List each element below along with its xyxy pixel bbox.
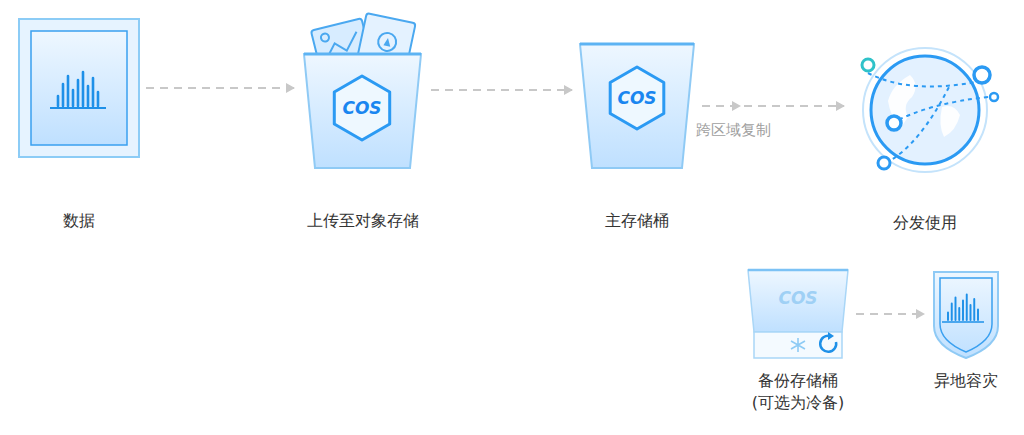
icon-part: [383, 37, 392, 46]
icon-part: [31, 31, 127, 145]
icon-node: COS 上传至对象存储: [300, 10, 425, 232]
dashed-arrow: [146, 87, 294, 89]
dashed-arrow: [702, 105, 844, 107]
cos-logo-text: COS: [342, 98, 381, 118]
icon-node: 异地容灾: [930, 268, 1002, 392]
cos-logo-text: COS: [778, 288, 817, 308]
icon-part: [304, 54, 421, 168]
node-label: 数据: [18, 210, 140, 232]
icon-part: [940, 278, 992, 352]
icon-node: 分发使用: [850, 45, 1000, 234]
icon-part: [862, 59, 874, 71]
dashed-arrow: [431, 89, 572, 91]
icon-part: [748, 270, 848, 332]
node-label: 异地容灾: [930, 370, 1002, 392]
icon-part: [58, 72, 98, 106]
icon-node: 数据: [18, 18, 140, 232]
icon-part: [304, 53, 421, 56]
node-label: 分发使用: [850, 212, 1000, 234]
node-label: 上传至对象存储: [300, 210, 425, 232]
node-label: 主存储桶: [578, 210, 696, 232]
node-icon: [18, 18, 140, 158]
icon-part: [610, 67, 664, 129]
icon-part: [580, 43, 694, 46]
dashed-arrow: [856, 313, 924, 315]
icon-part: [754, 332, 842, 358]
icon-part: [934, 272, 998, 358]
icon-node: COS 备份存储桶(可选为冷备): [746, 268, 850, 414]
icon-part: [887, 116, 901, 130]
node-label: (可选为冷备): [746, 392, 850, 414]
icon-node: COS 主存储桶: [578, 42, 696, 232]
icon-part: [974, 67, 990, 83]
icon-part: [990, 93, 998, 101]
icon-part: [948, 295, 978, 321]
icon-part: [334, 76, 389, 140]
dashed-arrow: [702, 105, 740, 107]
cos-logo-text: COS: [617, 88, 656, 108]
node-icon: COS: [578, 42, 696, 170]
icon-illustration: [850, 45, 1000, 175]
icon-part: [748, 269, 848, 272]
icon-part: [376, 31, 397, 52]
icon-illustration: [930, 268, 1002, 360]
icon-part: [868, 73, 982, 86]
icon-part: [791, 338, 805, 352]
icon-illustration: [18, 18, 140, 158]
edge-label: 跨区域复制: [694, 120, 773, 140]
icon-part: [50, 107, 106, 109]
icon-part: [892, 97, 988, 123]
node-icon: COS: [746, 268, 850, 360]
node-icon: [850, 45, 1000, 175]
icon-part: [19, 19, 139, 157]
icon-part: [942, 321, 984, 323]
icon-part: [828, 332, 834, 340]
node-label: 备份存储桶: [746, 370, 850, 392]
icon-part: [878, 157, 890, 169]
icon-illustration: [746, 268, 850, 360]
icon-part: [863, 48, 987, 172]
icon-part: [320, 33, 330, 43]
icon-part: [886, 85, 950, 163]
icon-illustration: [300, 10, 425, 170]
icon-part: [791, 338, 805, 352]
node-icon: COS: [300, 10, 425, 170]
icon-part: [580, 44, 694, 168]
node-icon: [930, 268, 1002, 360]
